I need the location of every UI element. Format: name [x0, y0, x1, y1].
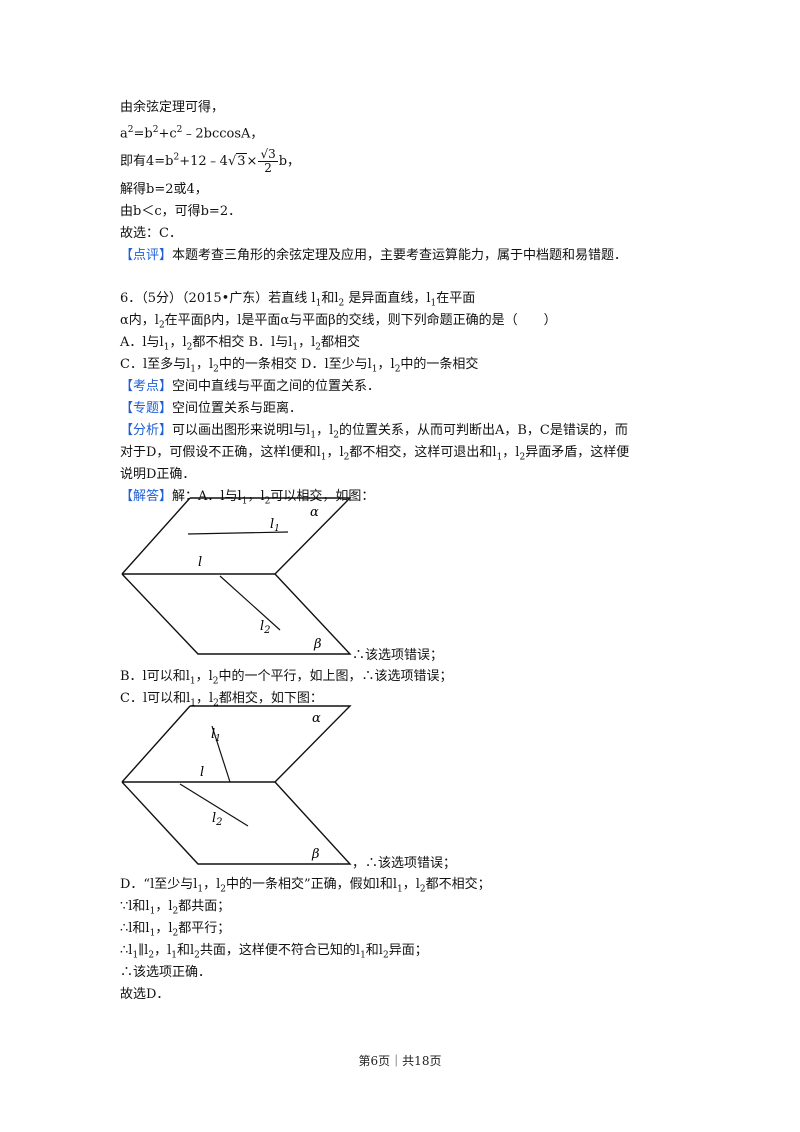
comment-tag: 【点评】 [120, 248, 173, 263]
option-analysis: D．“l至少与l1，l2中的一条相交”正确，假如l和l1，l2都不相交； [120, 877, 491, 895]
solution-line: 解得b=2或4， [120, 182, 208, 197]
l2-label: l2 [212, 811, 223, 828]
knowledge-point: 【考点】空间中直线与平面之间的位置关系． [120, 379, 381, 394]
final-answer: 故选D． [120, 987, 170, 1002]
reasoning-line: ∴该选项正确． [120, 965, 212, 980]
topic: 【专题】空间位置关系与距离． [120, 401, 303, 416]
solution-line: 由b＜c，可得b=2． [120, 204, 242, 219]
l1-label: l1 [211, 727, 221, 744]
option-analysis: C．l可以和l1，l2都相交，如下图： [120, 691, 323, 709]
geometry-figure-1: α l1 l l2 β [118, 494, 358, 664]
geometry-figure-2: α l1 l l2 β [118, 702, 358, 872]
l2-label: l2 [260, 619, 271, 636]
analysis-line: 说明D正确． [120, 467, 196, 482]
reasoning-line: ∴l1∥l2，l1和l2共面，这样便不符合已知的l1和l2异面； [120, 943, 428, 961]
question-title: 6．（5分）（2015•广东）若直线 l1和l2 是异面直线，l1在平面 [120, 291, 476, 309]
comment-line: 【点评】本题考查三角形的余弦定理及应用，主要考查运算能力，属于中档题和易错题． [120, 248, 628, 263]
figure-caption: ∴该选项错误； [352, 648, 444, 663]
beta-label: β [313, 637, 322, 652]
option-analysis: B．l可以和l1，l2中的一个平行，如上图，∴该选项错误； [120, 669, 453, 687]
option-line: C．l至多与l1，l2中的一条相交 D．l至少与l1，l2中的一条相交 [120, 357, 479, 375]
analysis-line: 【分析】可以画出图形来说明l与l1，l2的位置关系，从而可判断出A，B，C是错误… [120, 423, 628, 441]
solution-line: 故选：C． [120, 226, 182, 241]
option-line: A．l与l1，l2都不相交 B．l与l1，l2都相交 [120, 335, 361, 353]
reasoning-line: ∵l和l1，l2都共面； [120, 899, 231, 917]
question-title: α内，l2在平面β内，l是平面α与平面β的交线，则下列命题正确的是（ ） [120, 313, 557, 331]
beta-label: β [311, 847, 320, 862]
l-label: l [198, 555, 202, 570]
answer-line: 【解答】解：A．l与l1，l2可以相交，如图： [120, 489, 375, 507]
page-footer: 第6页｜共18页 [358, 1054, 442, 1068]
equation-line: a2=b2+c2﹣2bccosA， [120, 125, 264, 142]
l-label: l [200, 765, 204, 780]
solution-line: 由余弦定理可得， [120, 100, 225, 115]
analysis-line: 对于D，可假设不正确，这样l便和l1，l2都不相交，这样可退出和l1，l2异面矛… [120, 445, 630, 463]
reasoning-line: ∴l和l1，l2都平行； [120, 921, 231, 939]
l1-label: l1 [270, 517, 280, 534]
alpha-label: α [310, 505, 319, 520]
figure-caption: ，∴该选项错误； [352, 856, 457, 871]
alpha-label: α [312, 711, 321, 726]
